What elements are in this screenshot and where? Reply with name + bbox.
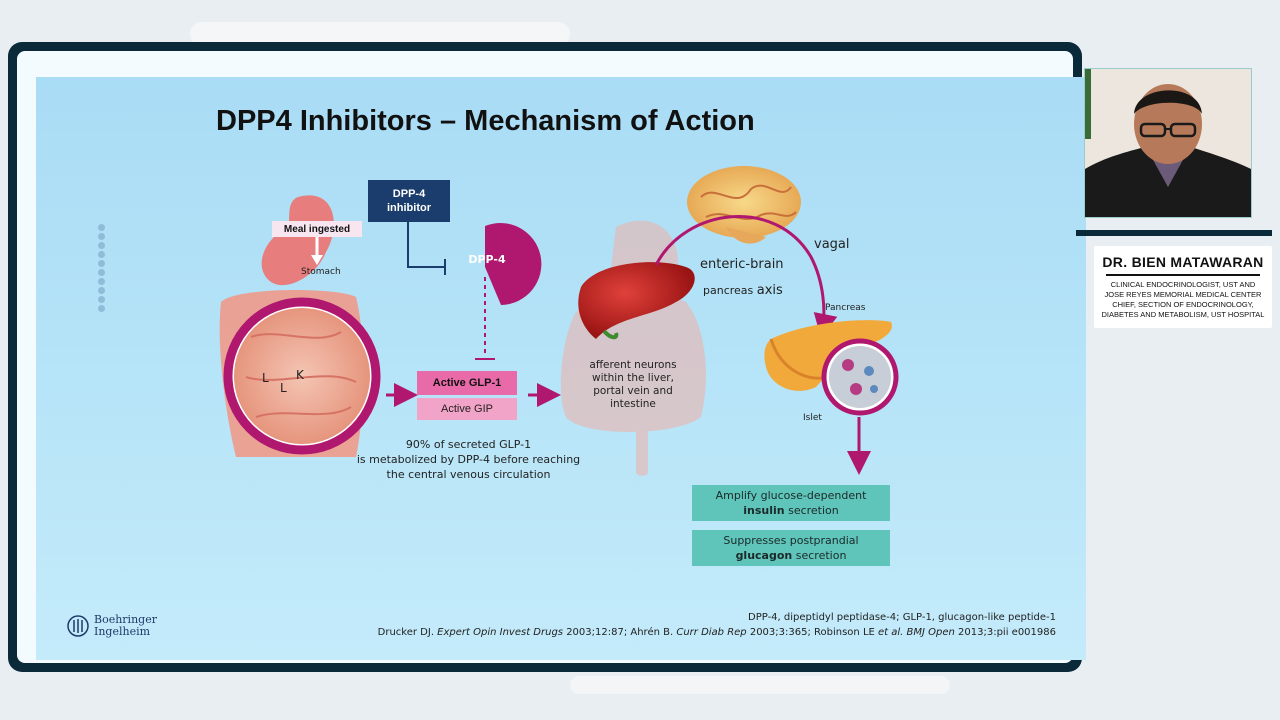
- neurons-line: portal vein and: [593, 385, 673, 397]
- frame-accent: [1076, 230, 1272, 236]
- speaker-video: [1084, 68, 1252, 218]
- liver-icon: [578, 262, 695, 339]
- speaker-name: DR. BIEN MATAWARAN: [1102, 254, 1264, 270]
- boehringer-logo-icon: [67, 615, 89, 637]
- logo-line: Ingelheim: [94, 625, 151, 638]
- mechanism-diagram: [219, 166, 899, 476]
- decorative-dots: [98, 222, 122, 332]
- effect-line: Amplify glucose-dependent: [715, 489, 867, 502]
- stomach-label: Stomach: [301, 267, 341, 277]
- presentation-frame-inner: DPP4 Inhibitors – Mechanism of Action: [17, 51, 1086, 663]
- divider: [1106, 274, 1260, 276]
- slide-title: DPP4 Inhibitors – Mechanism of Action: [216, 105, 755, 137]
- glucagon-effect-box: Suppresses postprandial glucagon secreti…: [692, 530, 890, 566]
- neurons-line: within the liver,: [592, 372, 674, 384]
- speaker-title: CLINICAL ENDOCRINOLOGIST, UST AND JOSE R…: [1094, 280, 1272, 320]
- meal-ingested-label: Meal ingested: [272, 221, 362, 237]
- ref-journal: Curr Diab Rep: [676, 627, 747, 638]
- ref-text: 2013;3:pii e001986: [954, 627, 1056, 638]
- effect-rest: secretion: [784, 504, 839, 517]
- afferent-neurons-label: afferent neurons within the liver, porta…: [578, 359, 688, 411]
- pancreas-label: Pancreas: [825, 303, 866, 313]
- effect-bold: insulin: [743, 504, 785, 517]
- references-line: Drucker DJ. Expert Opin Invest Drugs 200…: [378, 625, 1056, 640]
- dpp4-enzyme-label: DPP-4: [468, 253, 506, 266]
- active-gip-box: Active GIP: [417, 398, 517, 420]
- islet-label: Islet: [803, 413, 822, 423]
- effect-bold: glucagon: [735, 549, 793, 562]
- brain-icon: [687, 166, 801, 244]
- vagal-label: vagal: [814, 237, 850, 252]
- l-cell-label: L: [280, 381, 287, 395]
- slide: DPP4 Inhibitors – Mechanism of Action: [36, 77, 1086, 660]
- background-shape: [570, 676, 950, 694]
- ref-text: 2003;12:87; Ahrén B.: [563, 627, 677, 638]
- ref-text: Drucker DJ.: [377, 627, 438, 638]
- abbreviations-line: DPP-4, dipeptidyl peptidase-4; GLP-1, gl…: [748, 612, 1056, 623]
- references-footer: DPP-4, dipeptidyl peptidase-4; GLP-1, gl…: [378, 610, 1056, 640]
- enteric-brain-label: enteric-brain: [700, 257, 784, 272]
- neurons-line: afferent neurons: [589, 359, 677, 371]
- dpp4-inhibitor-box: DPP-4 inhibitor: [368, 180, 450, 222]
- intestinal-cells-magnifier: [223, 297, 381, 455]
- glp1-metabolism-caption: 90% of secreted GLP-1 is metabolized by …: [356, 437, 581, 482]
- ref-journal: Expert Opin Invest Drugs: [437, 627, 564, 638]
- speaker-title-line: JOSE REYES MEMORIAL MEDICAL CENTER: [1104, 290, 1262, 299]
- effect-line: Suppresses postprandial: [723, 534, 859, 547]
- l-cell-label: L: [262, 371, 269, 385]
- speaker-name-card: DR. BIEN MATAWARAN CLINICAL ENDOCRINOLOG…: [1094, 246, 1272, 328]
- caption-line: is metabolized by DPP-4 before reaching: [356, 453, 581, 466]
- insulin-effect-box: Amplify glucose-dependent insulin secret…: [692, 485, 890, 521]
- boehringer-logo: Boehringer Ingelheim: [66, 614, 157, 638]
- pancreas-axis-word: pancreas: [703, 284, 754, 297]
- axis-word: axis: [756, 283, 783, 298]
- speaker-avatar: [1085, 69, 1251, 217]
- islet-icon: [821, 338, 899, 416]
- presentation-frame: DPP4 Inhibitors – Mechanism of Action: [8, 42, 1086, 672]
- speaker-title-line: CLINICAL ENDOCRINOLOGIST, UST AND: [1110, 280, 1256, 289]
- active-glp1-box: Active GLP-1: [417, 371, 517, 395]
- ref-text: 2003;3:365; Robinson LE: [746, 627, 879, 638]
- effect-rest: secretion: [792, 549, 847, 562]
- ref-journal: et al. BMJ Open: [878, 627, 955, 638]
- digestive-tract-icon: [560, 220, 706, 476]
- pancreas-axis-label: pancreas axis: [703, 283, 783, 298]
- inhibitor-label-line1: DPP-4: [392, 188, 426, 200]
- caption-line: 90% of secreted GLP-1: [405, 438, 532, 451]
- inhibitor-label-line2: inhibitor: [387, 202, 431, 214]
- k-cell-label: K: [296, 368, 304, 382]
- dpp4-enzyme-icon: [485, 223, 542, 305]
- speaker-title-line: DIABETES AND METABOLISM, UST HOSPITAL: [1101, 310, 1265, 319]
- caption-line: the central venous circulation: [386, 468, 551, 481]
- speaker-title-line: CHIEF, SECTION OF ENDOCRINOLOGY,: [1112, 300, 1254, 309]
- logo-line: Boehringer: [94, 613, 157, 626]
- neurons-line: intestine: [610, 398, 656, 410]
